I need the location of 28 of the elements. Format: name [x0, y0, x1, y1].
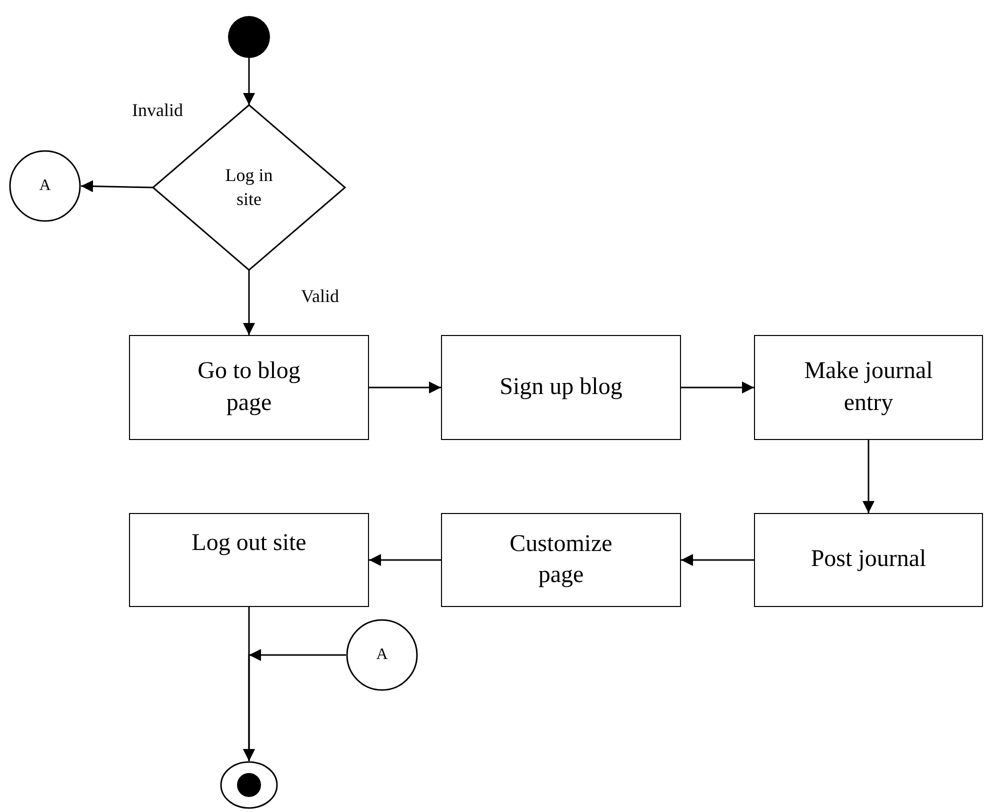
arrow	[243, 270, 255, 335]
arrow	[681, 554, 754, 566]
process-box	[129, 513, 369, 607]
start-node	[228, 16, 270, 58]
arrow	[369, 554, 441, 566]
arrow	[862, 440, 874, 513]
node-text: A	[376, 644, 388, 665]
arrow	[681, 382, 754, 394]
arrow	[80, 180, 154, 192]
process-box	[441, 335, 681, 440]
arrow	[243, 649, 346, 761]
arrow	[243, 58, 255, 105]
node-text: Customize page	[508, 530, 614, 590]
end-node	[220, 761, 278, 809]
node-text: A	[39, 176, 51, 196]
process-box	[129, 335, 369, 440]
node-text: Go to blog page	[196, 357, 302, 418]
process-box	[441, 513, 681, 607]
connector-circle	[9, 150, 81, 222]
node-text: Log out site	[192, 529, 306, 558]
node-text: Make journal entry	[803, 357, 934, 418]
process-box	[754, 335, 983, 440]
process-box	[754, 513, 983, 607]
connector-circle	[346, 619, 418, 691]
node-text: Sign up blog	[500, 372, 622, 402]
node-text: Post journal	[810, 545, 926, 574]
node-text: Log in site	[224, 164, 274, 210]
arrow	[369, 382, 441, 394]
